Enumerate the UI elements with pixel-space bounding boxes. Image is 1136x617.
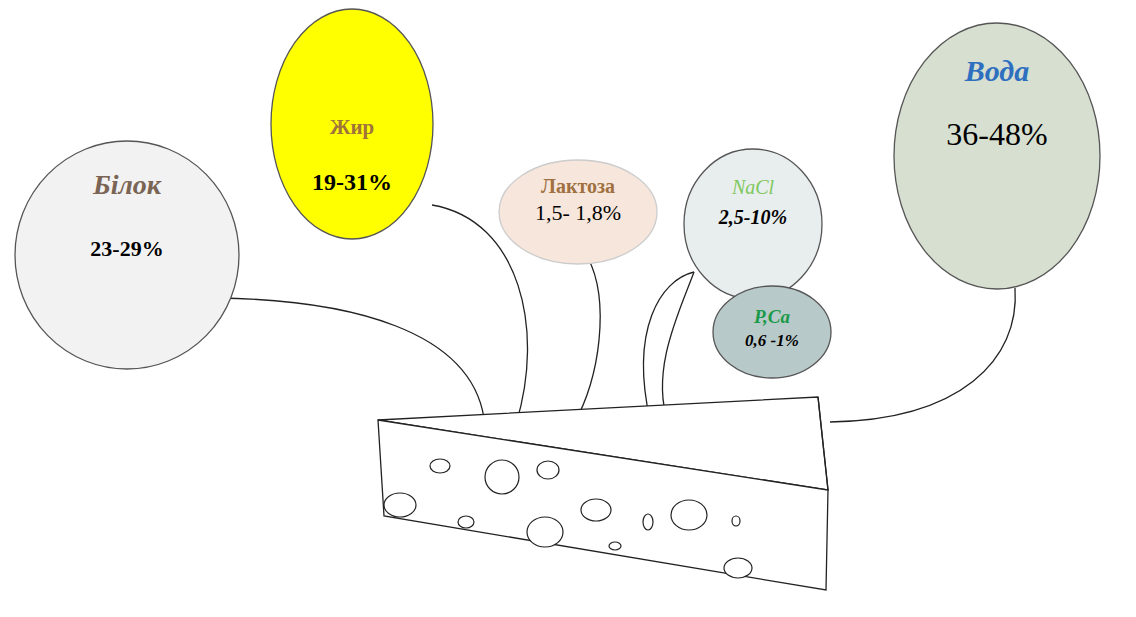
salt-circle: NaCl 2,5-10% <box>683 148 823 300</box>
protein-circle: Білок 23-29% <box>14 140 240 370</box>
leader-line <box>574 258 600 423</box>
fat-circle: Жир 19-31% <box>270 8 434 240</box>
percentage-value: 0,6 -1% <box>745 332 799 351</box>
leader-line <box>644 272 694 420</box>
component-name: Вода <box>965 54 1030 87</box>
percentage-value: 1,5- 1,8% <box>535 201 621 225</box>
component-name: Жир <box>330 116 375 139</box>
leader-line <box>218 298 484 418</box>
lactose-ellipse: Лактоза 1,5- 1,8% <box>498 159 658 265</box>
cheese-holes <box>384 459 752 578</box>
component-name: Білок <box>93 170 161 201</box>
component-name: NaCl <box>732 176 774 198</box>
leader-line <box>662 272 694 422</box>
component-name: P,Ca <box>754 307 790 328</box>
percentage-value: 23-29% <box>90 237 163 261</box>
percentage-value: 36-48% <box>946 117 1047 152</box>
leader-line <box>830 288 1015 422</box>
percentage-value: 2,5-10% <box>719 206 787 228</box>
water-circle: Вода 36-48% <box>893 22 1101 290</box>
cheese-wedge <box>378 397 828 590</box>
component-name: Лактоза <box>541 175 615 197</box>
minerals-circle: P,Ca 0,6 -1% <box>712 285 832 379</box>
percentage-value: 19-31% <box>312 169 392 195</box>
